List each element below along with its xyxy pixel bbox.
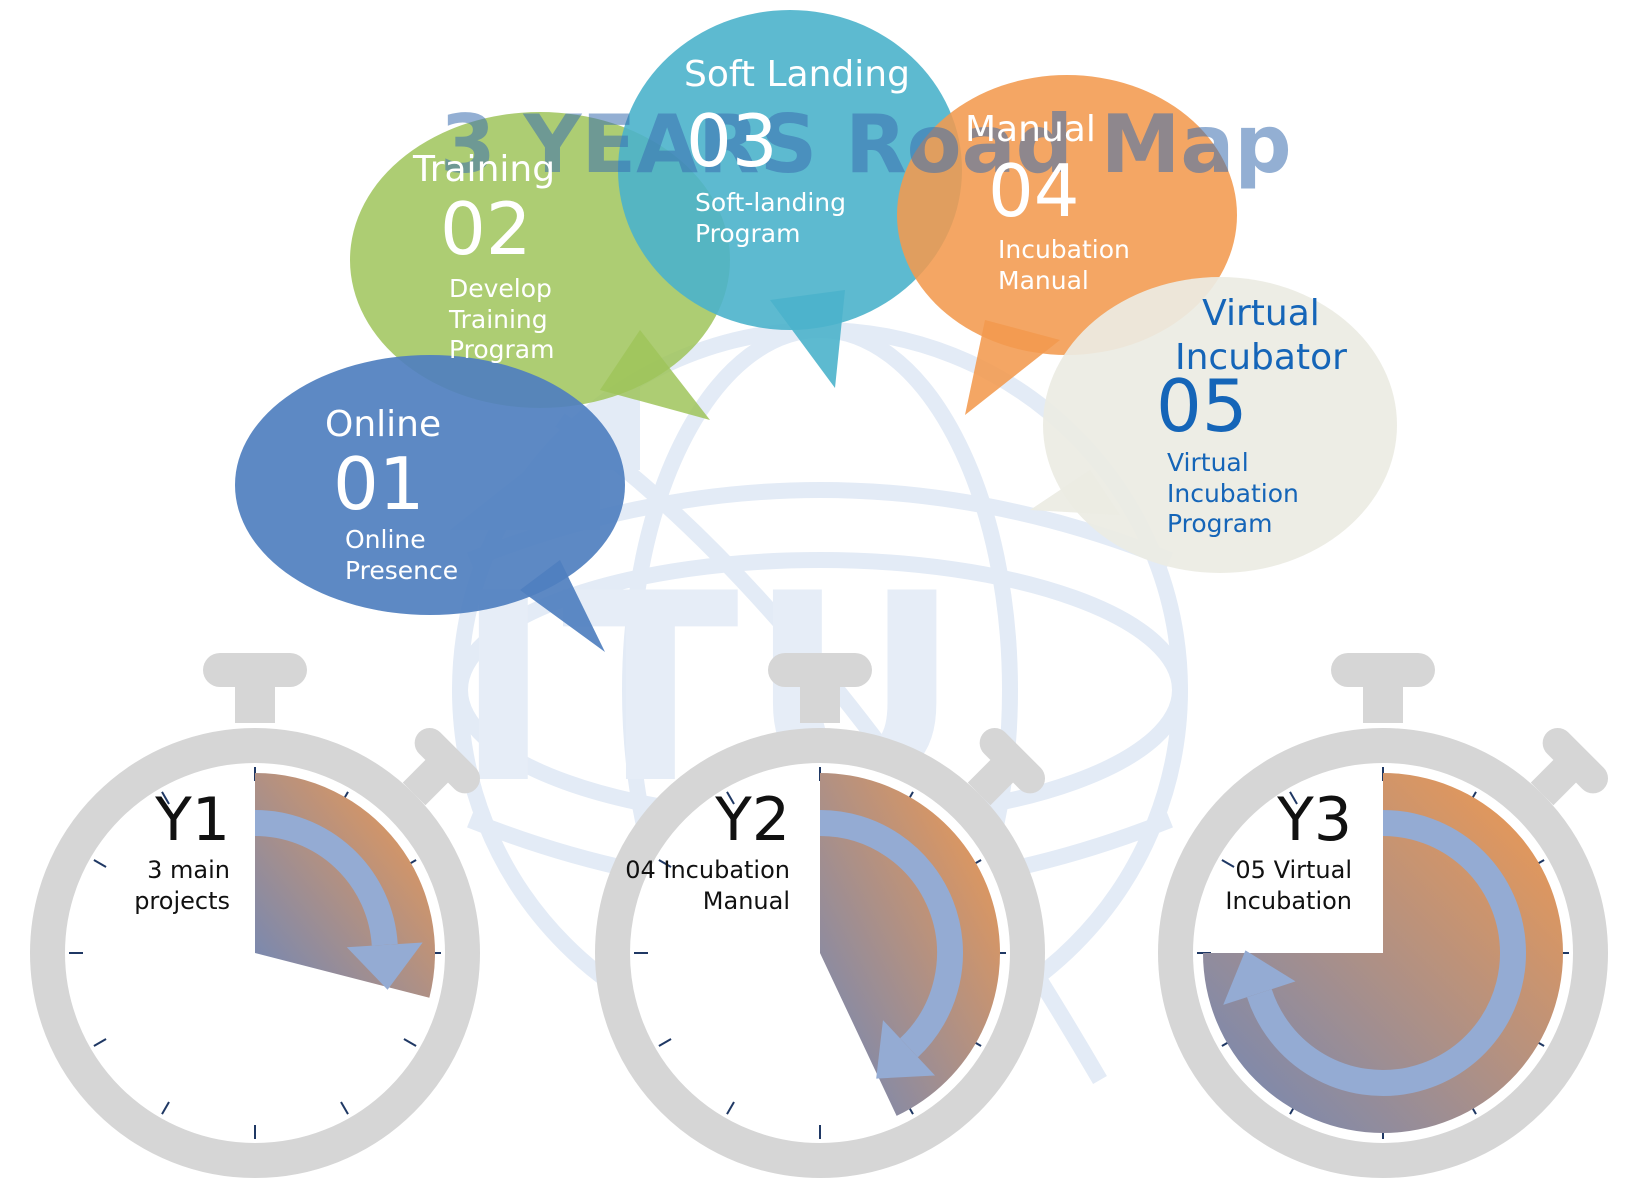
arrowhead-icon [346,942,423,990]
progress-arrow [254,810,398,946]
bubble-online-description: Online Presence [345,525,459,585]
timer-y1-title: Y1 [155,785,230,855]
timer-y2-title: Y2 [715,785,790,855]
bubble-online-number: 01 [333,442,425,526]
bubble-manual-shape [897,75,1237,415]
bubble-manual-number: 04 [988,149,1080,233]
bubble-online-shape [235,355,625,652]
bubble-training-title: Training [413,149,556,190]
timer-y1-description: 3 main projects [134,856,230,916]
bubble-virtual-description: Virtual Incubation Program [1167,448,1299,538]
bubble-training-number: 02 [440,187,532,271]
stopwatch-y3 [1158,653,1609,1178]
stopwatch-y1 [30,653,481,1178]
tick-mark [340,1101,349,1115]
tick-mark [93,859,107,868]
bubble-virtual-number: 05 [1156,364,1248,448]
timer-y3-title: Y3 [1277,785,1352,855]
progress-arrow [1247,810,1526,1096]
roadmap-title: 3 YEARS Road Map [440,98,1292,191]
progress-arrow [819,810,963,1058]
tick-mark [1289,791,1298,805]
stopwatch-y2 [595,653,1046,1178]
tick-mark [161,1101,170,1115]
bubble-virtual-title: Virtual Incubator [1175,293,1347,378]
bubble-soft-landing-title: Soft Landing [684,54,910,95]
tick-mark [726,1101,735,1115]
tick-mark [658,859,672,868]
bubble-online-title: Online [325,404,442,445]
tick-mark [403,1038,417,1047]
tick-mark [658,1038,672,1047]
bubble-virtual-shape [1030,277,1397,573]
progress-wedge [820,773,1000,1116]
bubble-manual-title: Manual [965,109,1096,150]
timer-y3-description: 05 Virtual Incubation [1225,856,1352,916]
bubble-soft-landing-description: Soft-landing Program [695,188,846,248]
bubble-soft-landing-number: 03 [686,99,778,183]
tick-mark [1221,859,1235,868]
tick-mark [93,1038,107,1047]
tick-mark [726,791,735,805]
arrowhead-icon [1223,950,1296,1005]
bubble-soft-landing-shape [618,10,962,388]
bubble-manual-description: Incubation Manual [998,235,1130,295]
timer-y2-description: 04 Incubation Manual [625,856,790,916]
tick-mark [161,791,170,805]
bubble-training-description: Develop Training Program [449,274,555,364]
arrowhead-icon [876,1020,936,1079]
